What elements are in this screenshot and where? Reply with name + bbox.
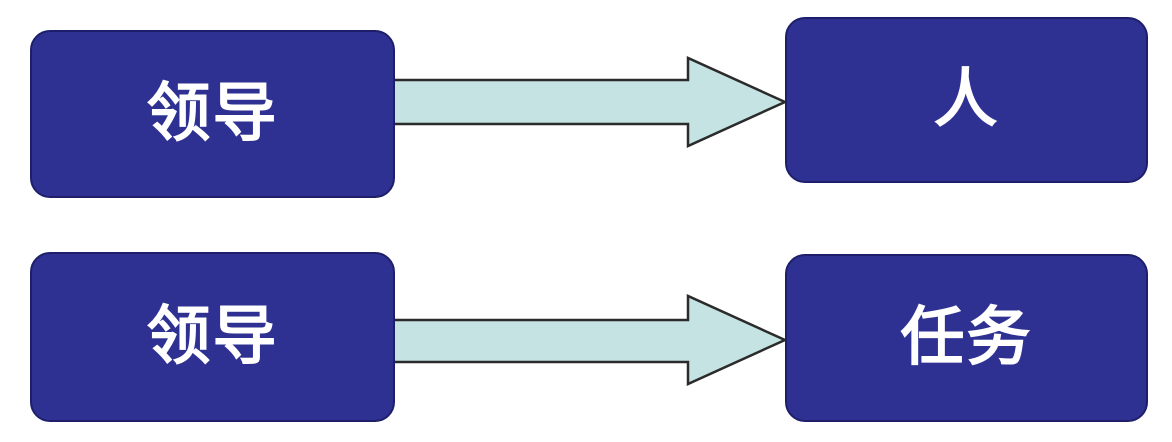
target-label-row-2: 任务 (900, 301, 1033, 375)
arrow-row-2 (391, 294, 789, 386)
target-box-row-1: 人 (785, 17, 1148, 183)
arrow-row-1 (391, 56, 789, 148)
source-box-row-1: 领导 (30, 30, 395, 198)
source-box-row-2: 领导 (30, 252, 395, 422)
target-box-row-2: 任务 (785, 254, 1148, 422)
source-label-row-2: 领导 (146, 300, 279, 374)
target-label-row-1: 人 (933, 63, 1000, 137)
source-label-row-1: 领导 (146, 77, 279, 151)
